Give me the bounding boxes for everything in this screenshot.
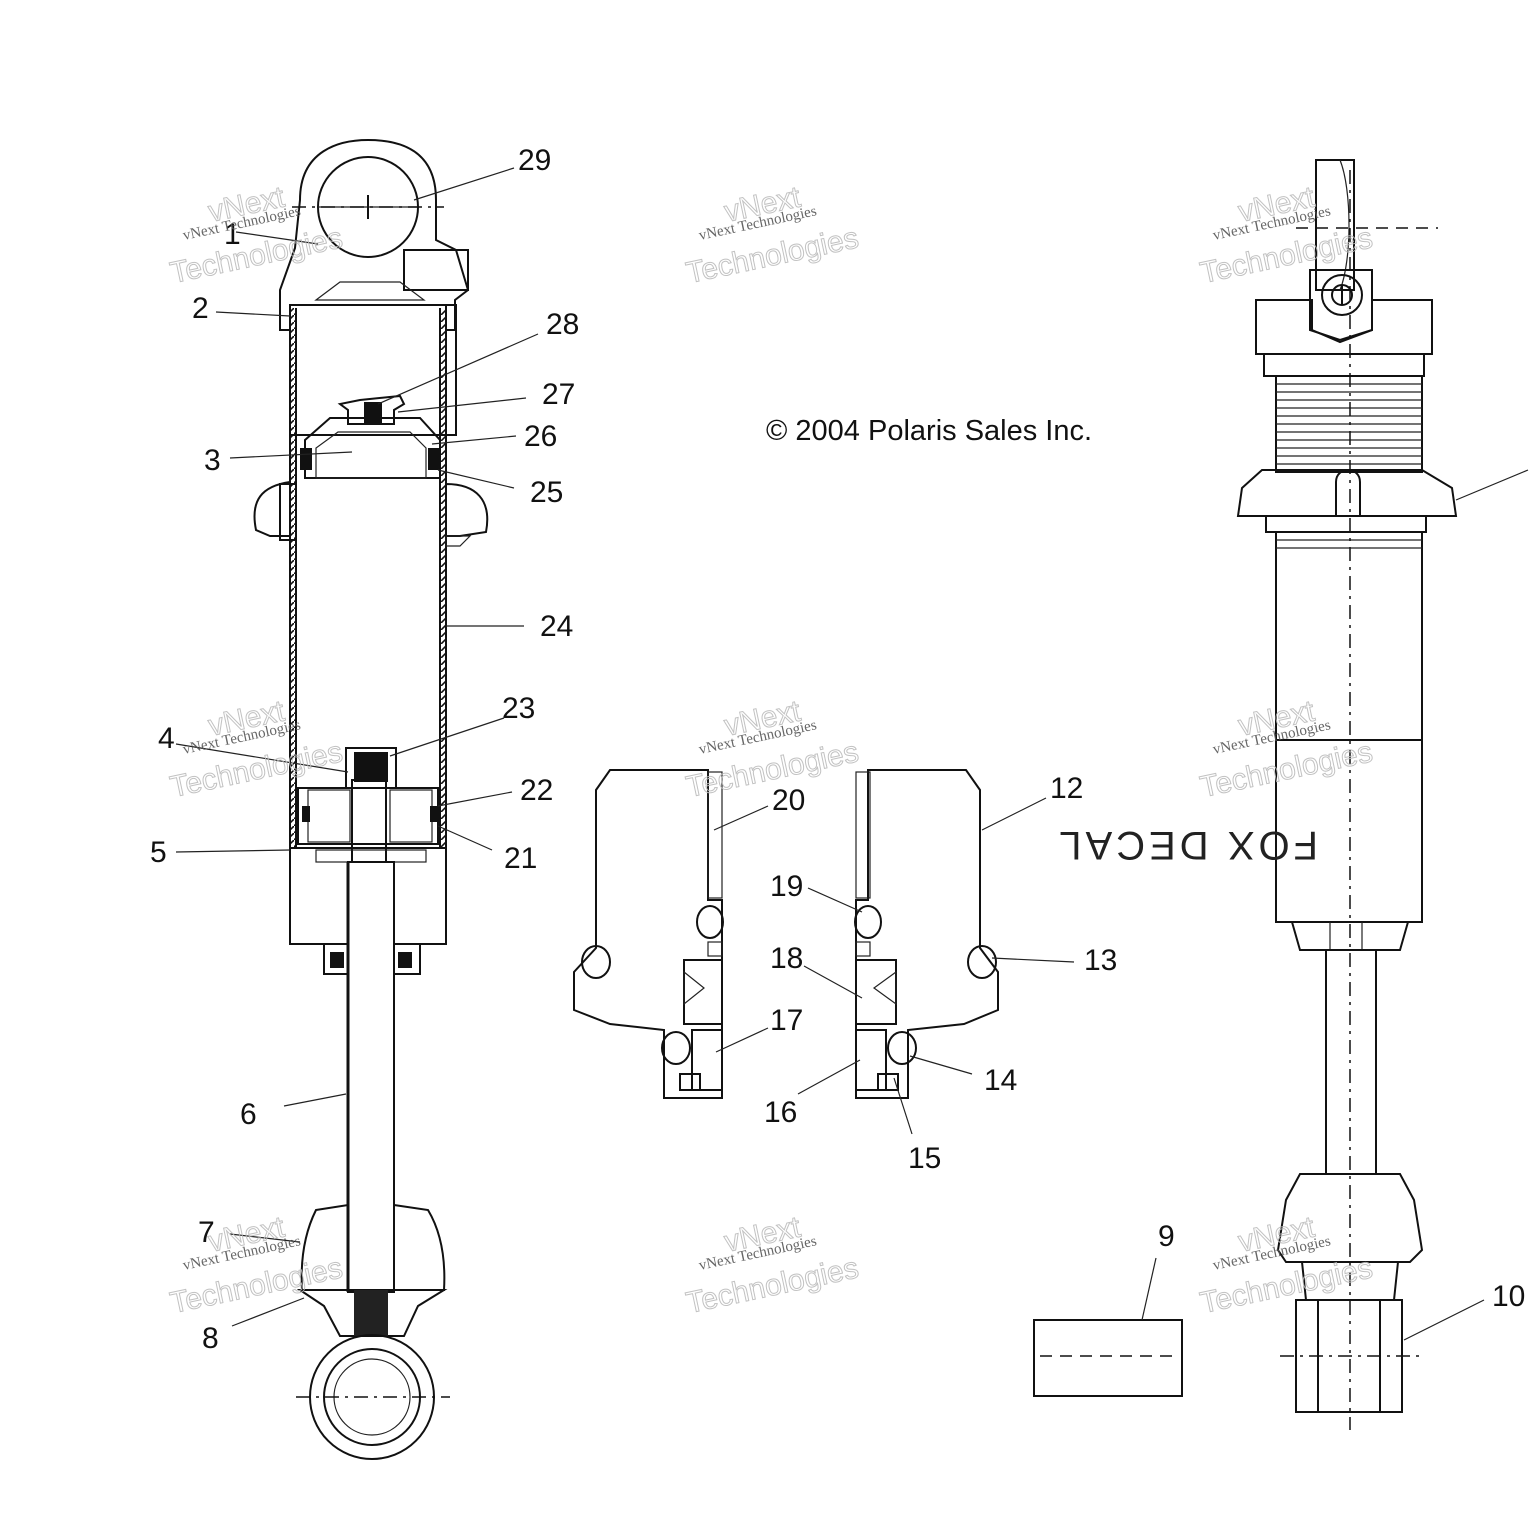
callout-18: 18	[770, 942, 803, 975]
watermark: vNext Technologies vNext Technologies	[167, 180, 346, 291]
callout-9: 9	[1158, 1220, 1175, 1253]
callout-28: 28	[546, 308, 579, 341]
callout-29: 29	[518, 144, 551, 177]
callout-22: 22	[520, 774, 553, 807]
copyright-notice: © 2004 Polaris Sales Inc.	[766, 415, 1092, 447]
callout-2: 2	[192, 292, 209, 325]
callout-27: 27	[542, 378, 575, 411]
callout-10: 10	[1492, 1280, 1525, 1313]
watermark: vNext Technologies vNext Technologies	[167, 694, 346, 805]
callout-8: 8	[202, 1322, 219, 1355]
callout-7: 7	[198, 1216, 215, 1249]
callout-3: 3	[204, 444, 221, 477]
spring-collar	[253, 480, 489, 547]
callout-1: 1	[224, 218, 241, 251]
callout-5: 5	[150, 836, 167, 869]
callout-24: 24	[540, 610, 573, 643]
callout-12: 12	[1050, 772, 1083, 805]
callout-6: 6	[240, 1098, 257, 1131]
callout-13: 13	[1084, 944, 1117, 977]
callout-numbers: 29 1 2 28 27 26 3 25 24 23 4 22 21 5 6 7…	[150, 144, 1525, 1355]
callout-20: 20	[772, 784, 805, 817]
leader-lines	[175, 167, 1529, 1341]
callout-26: 26	[524, 420, 557, 453]
shock-exterior: FOX DECAL	[1055, 159, 1458, 1430]
callout-16: 16	[764, 1096, 797, 1129]
callout-14: 14	[984, 1064, 1017, 1097]
watermark: vNext Technologies vNext Technologies	[1197, 1210, 1376, 1321]
fox-decal-label: FOX DECAL	[1055, 823, 1318, 867]
thread-lines	[1276, 383, 1422, 465]
bushing	[1033, 1319, 1183, 1397]
callout-23: 23	[502, 692, 535, 725]
floating-piston	[300, 394, 441, 479]
callout-25: 25	[530, 476, 563, 509]
watermark: vNext Technologies vNext Technologies	[1197, 694, 1376, 805]
callout-4: 4	[158, 722, 175, 755]
seal-head-detail	[573, 769, 999, 1099]
callout-17: 17	[770, 1004, 803, 1037]
callout-19: 19	[770, 870, 803, 903]
body-cap	[289, 847, 447, 975]
callout-21: 21	[504, 842, 537, 875]
watermark: vNext Technologies vNext Technologies	[683, 694, 862, 805]
main-piston	[297, 747, 439, 863]
bottom-bumper	[296, 1203, 450, 1460]
watermarks: vNext Technologies vNext Technologies vN…	[167, 180, 1376, 1321]
shock-cross-section	[253, 138, 489, 1460]
callout-15: 15	[908, 1142, 941, 1175]
watermark: vNext Technologies vNext Technologies	[683, 180, 862, 291]
watermark: vNext Technologies vNext Technologies	[683, 1210, 862, 1321]
